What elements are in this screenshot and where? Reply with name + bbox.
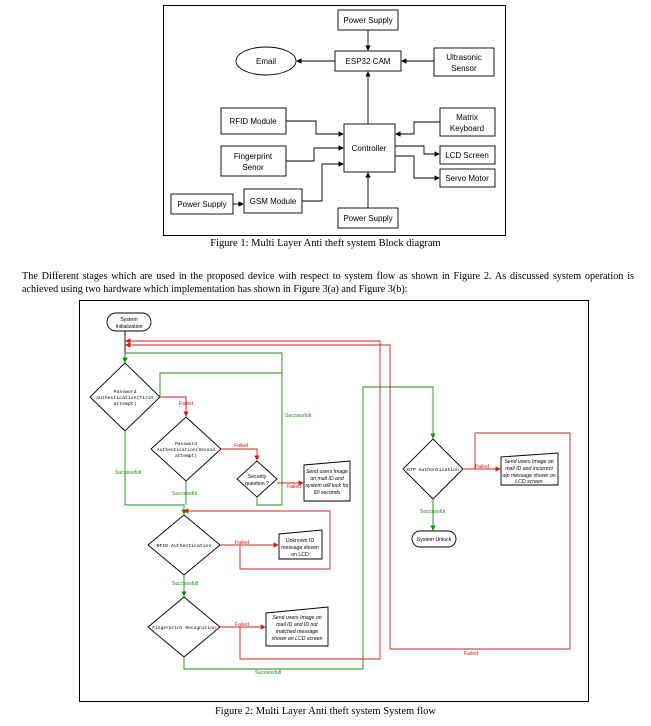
send2-label-2: mail ID and ID not bbox=[276, 622, 318, 628]
failed-label-pwd2: Failed bbox=[234, 443, 248, 449]
pwd2-label-2: Authentication(Second bbox=[157, 447, 215, 453]
send3-label-4: LCD screen bbox=[515, 479, 543, 485]
figure1-caption: Figure 1: Multi Layer Anti theft system … bbox=[210, 238, 441, 249]
send2-label-1: Send users Image on bbox=[272, 615, 321, 621]
send3-label-1: Send users Image on bbox=[504, 459, 553, 465]
controller-label: Controller bbox=[352, 144, 387, 153]
security-label-1: Security bbox=[248, 474, 267, 480]
unknown-label-1: Unknown ID bbox=[286, 538, 315, 544]
pwd2-label-1: Password bbox=[175, 441, 197, 447]
send1-label-2: on mail ID and bbox=[310, 476, 345, 482]
successful-label-pwd1: Successfull bbox=[115, 470, 141, 476]
send1-label-1: Send users Image bbox=[306, 469, 348, 475]
send-image-incorrect-otp-box bbox=[500, 452, 559, 486]
failed-label-security: Failed bbox=[287, 484, 301, 490]
servo-box bbox=[439, 168, 496, 188]
matrix-box bbox=[439, 107, 496, 137]
security-label-2: question ? bbox=[245, 481, 269, 487]
pwd1-label-2: Authentication(First bbox=[96, 395, 154, 401]
system-unlock-node bbox=[411, 530, 457, 548]
unknown-id-box bbox=[278, 529, 323, 560]
send1-label-4: 60 seconds bbox=[314, 490, 341, 496]
esp32-label: ESP32 CAM bbox=[346, 57, 391, 66]
power-supply-top-label: Power Supply bbox=[343, 16, 392, 25]
matrix-label-2: Keyboard bbox=[450, 124, 484, 133]
gsm-label: GSM Module bbox=[250, 197, 297, 206]
pwd2-label-3: attempt) bbox=[175, 453, 197, 459]
failed-label-rfid: Failed bbox=[235, 540, 249, 546]
rfid-label: RFID Authentication bbox=[157, 543, 212, 549]
ultrasonic-box bbox=[433, 47, 495, 77]
gsm-box bbox=[243, 188, 303, 214]
figure2-system-flow: System Initialization Password Authentic… bbox=[79, 300, 589, 702]
fingerprint-label-1: Fingerprint bbox=[234, 152, 273, 161]
send-image-lock-box bbox=[303, 460, 351, 502]
matrix-label-1: Matrix bbox=[456, 113, 478, 122]
failed-label-bottom: Failed bbox=[464, 651, 478, 657]
ultrasonic-label-2: Sensor bbox=[451, 64, 477, 73]
controller-box bbox=[343, 123, 396, 173]
otp-label: OTP Authentication bbox=[407, 467, 459, 473]
system-initialization-node bbox=[106, 312, 152, 332]
failed-label-pwd1: Failed bbox=[179, 401, 193, 407]
rfid-label: RFID Module bbox=[229, 117, 277, 126]
servo-label: Servo Motor bbox=[445, 174, 489, 183]
unlock-label: System Unlock bbox=[417, 537, 452, 543]
send2-label-3: matched message bbox=[276, 629, 319, 635]
send1-label-3: system will lock for bbox=[305, 483, 349, 489]
email-label: Email bbox=[256, 57, 276, 66]
successful-label-pwd2: Successful bbox=[172, 491, 197, 497]
successful-label-finger: Successfull bbox=[255, 670, 281, 676]
init-label-2: Initialization bbox=[115, 324, 142, 330]
lcd-box bbox=[439, 145, 496, 165]
email-ellipse bbox=[235, 46, 297, 76]
failed-label-finger: Failed bbox=[235, 622, 249, 628]
rfid-box bbox=[220, 107, 287, 135]
unknown-label-3: on LCD bbox=[291, 552, 309, 558]
unknown-label-2: message shown bbox=[281, 545, 319, 551]
fingerprint-box bbox=[220, 145, 287, 177]
ultrasonic-label-1: Ultrasonic bbox=[446, 53, 482, 62]
power-supply-left-label: Power Supply bbox=[177, 200, 226, 209]
successful-label-rfid: Successfull bbox=[172, 581, 198, 587]
figure2-caption: Figure 2: Multi Layer Anti theft system … bbox=[214, 706, 437, 717]
fingerprint-label-2: Senor bbox=[242, 163, 264, 172]
send-image-not-matched-box bbox=[265, 606, 329, 647]
successful-label-security: Successfull bbox=[285, 413, 311, 419]
failed-label-otp: Failed bbox=[475, 464, 489, 470]
send3-label-2: mail ID and incorrect bbox=[505, 466, 553, 472]
successful-label-otp: Successful bbox=[420, 509, 445, 515]
lcd-label: LCD Screen bbox=[445, 151, 489, 160]
send3-label-3: otp message shown on bbox=[502, 473, 555, 479]
pwd1-label-3: attempt) bbox=[113, 401, 136, 407]
figure1-block-diagram: Power Supply ESP32 CAM Email Ultrasonic … bbox=[163, 5, 506, 236]
finger-label: Fingerprint Recognition bbox=[152, 625, 216, 631]
pwd1-label-1: Password bbox=[113, 389, 136, 395]
power-supply-bottom-label: Power Supply bbox=[343, 214, 392, 223]
init-label-1: System bbox=[120, 317, 137, 323]
send2-label-4: shown on LCD screen bbox=[271, 636, 322, 642]
body-paragraph: The Different stages which are used in t… bbox=[22, 271, 634, 295]
